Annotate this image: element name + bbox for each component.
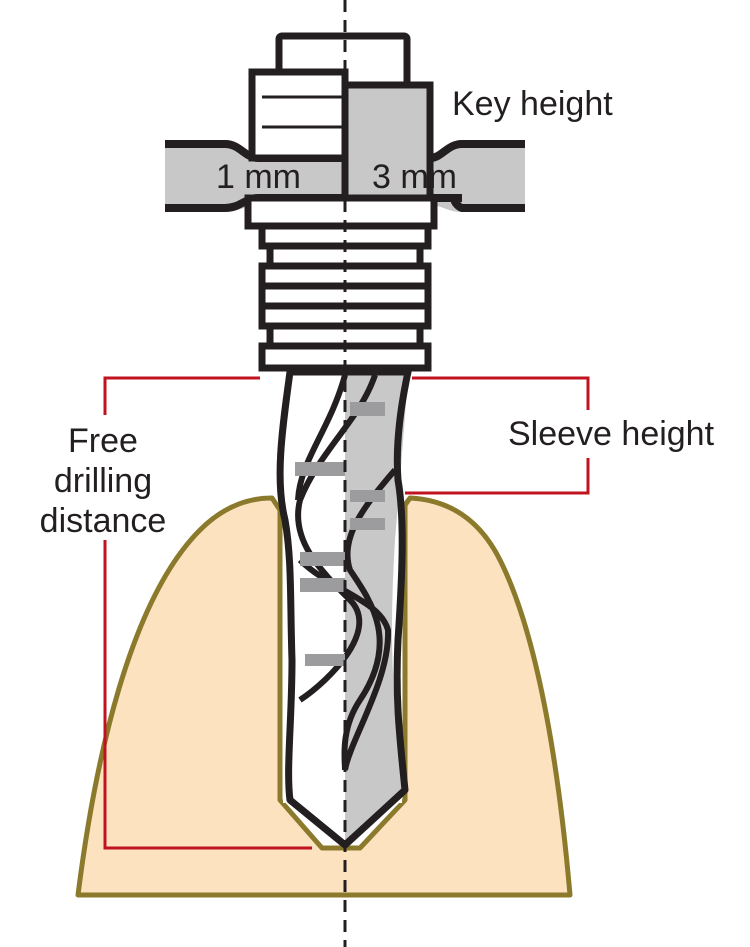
bone <box>75 495 573 898</box>
free-drilling-bracket <box>103 376 312 850</box>
key-height-label: Key height <box>452 85 613 123</box>
right-thickness-label: 3 mm <box>372 158 457 196</box>
left-thickness-label: 1 mm <box>216 158 301 196</box>
free-drilling-label-2: drilling <box>54 462 152 500</box>
free-drilling-label-3: distance <box>40 502 167 540</box>
guide-plate <box>165 140 258 212</box>
free-drilling-label-1: Free <box>68 422 138 460</box>
sleeve-height-label: Sleeve height <box>508 415 715 453</box>
drill-bit <box>276 368 412 849</box>
